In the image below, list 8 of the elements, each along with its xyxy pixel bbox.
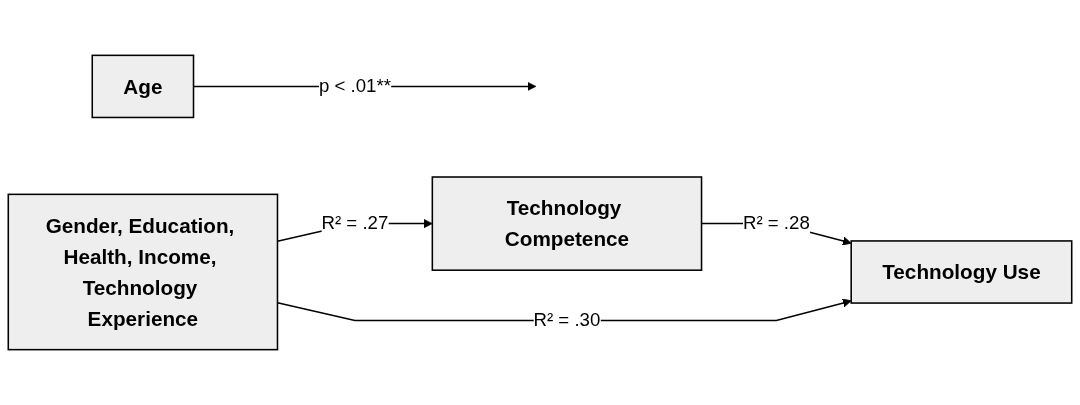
node-box: Gender, Education, Health, Income, Technology Experience — [7, 193, 279, 351]
edge-label: R² = .28 — [742, 212, 810, 234]
node-box: Age — [91, 54, 195, 119]
node-box: Technology Competence — [431, 176, 703, 271]
edge-label: p < .01** — [318, 75, 391, 97]
edge-label: R² = .30 — [533, 309, 601, 331]
node-box: Technology Use — [850, 240, 1073, 304]
edge-label: R² = .27 — [321, 212, 389, 234]
